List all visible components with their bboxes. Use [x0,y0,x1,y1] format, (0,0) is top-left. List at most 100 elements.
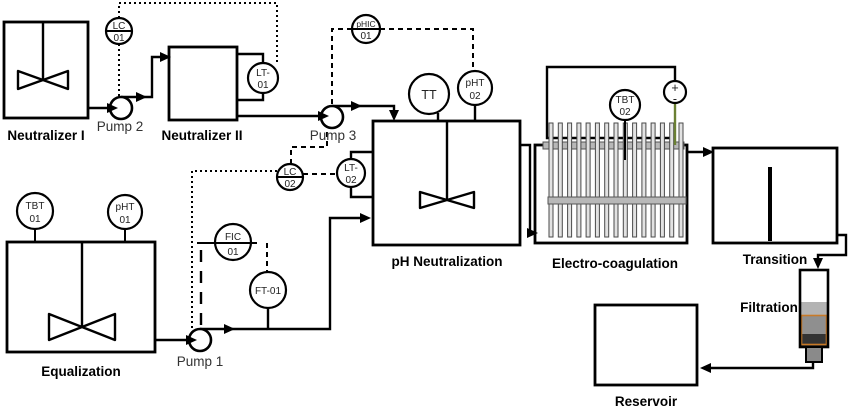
instrument-tt: TT [407,72,451,116]
pht01-bubble [106,193,144,231]
pht02-tag: pHT [466,78,485,89]
label-ph-neutralization: pH Neutralization [391,254,502,269]
svg-text:01: 01 [113,33,125,44]
electrode-rod [594,122,600,238]
svg-text:01: 01 [360,31,372,42]
instrument-lc-01: LC 01 [104,16,134,46]
filtration-column [798,268,830,363]
pump2-inlet-arrow [107,103,118,113]
filter-layer-dark [801,334,827,346]
pump-3 [318,104,345,130]
tbt02-tag: TBT [616,95,635,106]
arrow-into-phtank-top [389,110,399,121]
agitator-impeller [418,190,476,210]
arrowheads [136,52,823,373]
signal-lc02-to-pump1 [191,170,277,329]
filter-nozzle [805,346,823,363]
pump3-inlet-arrow [318,111,329,121]
instrument-lc-02: LC 02 [275,162,305,192]
label-pump1: Pump 1 [177,354,224,369]
electrode-array [548,122,684,238]
pump-2 [107,95,134,121]
reservoir-body [593,303,699,387]
line-pump2-to-neut2 [121,55,168,99]
lt01-top-tap [237,52,265,63]
dc-minus-sign: - [673,92,677,106]
label-transition: Transition [743,252,808,267]
labels: Neutralizer I Neutralizer II pH Neutrali… [7,119,807,409]
tank-ph-neutralization [371,119,522,247]
arrow-into-transition [703,147,714,157]
svg-text:02: 02 [469,91,481,102]
tbt01-tag: TBT [26,201,45,212]
svg-text:01: 01 [119,215,131,226]
instrument-fic-01: FIC 01 [197,222,257,262]
transition-body [711,146,839,245]
lt01-tag: LT- [256,68,270,79]
pht02-bubble [456,69,494,107]
electrode-rod [678,122,684,238]
signal-phic01-to-pump3 [331,28,352,105]
svg-text:01: 01 [29,214,41,225]
phic01-tag: pHIC [356,19,375,29]
label-neutralizer2: Neutralizer II [161,128,242,143]
lt01-bottom-tap [237,93,265,102]
filter-orange-band [800,314,828,346]
line-pump1-to-phtank [200,216,367,331]
ec-busbar-mid [547,196,687,205]
instrument-tbt-01: TBT 01 [15,191,55,231]
lc01-tag: LC [113,21,126,32]
instrument-phic-01: pHIC 01 [350,13,382,45]
arrow-into-ec [527,228,538,238]
label-pump3: Pump 3 [310,128,357,143]
instrument-pht-01: pHT 01 [106,193,144,231]
electrode-rod [576,122,582,238]
electrode-rod [557,122,563,238]
electrode-rod [567,122,573,238]
arrow-into-neut2 [160,52,171,62]
instrument-lt-02: LT- 02 [335,157,367,189]
label-equalization: Equalization [41,364,121,379]
tank-equalization [5,240,157,354]
agitator-impeller [16,69,70,91]
tt-bubble [407,72,451,116]
lt02-bottom-tap [349,187,373,199]
line-phtank-to-ec [520,143,534,235]
tbt02-bubble [608,88,642,122]
svg-text:01: 01 [227,247,239,258]
tank-neutralizer-1 [2,20,90,120]
fic01-tag: FIC [225,232,241,243]
electrode-rod [604,122,610,238]
instrument-ft-01: FT-01 [248,270,288,310]
svg-text:02: 02 [284,179,296,190]
dc-source-bubble [662,79,688,105]
signal-lines [118,2,474,329]
arrow-pump1-out [224,324,235,334]
ft01-bubble [248,270,288,310]
dc-plus-sign: + [671,81,678,95]
electrode-rod [613,122,619,238]
label-reservoir: Reservoir [615,394,678,409]
instrument-pht-02: pHT 02 [456,69,494,107]
arrow-pump2-out [136,92,147,102]
electrode-rod [669,122,675,238]
line-filter-to-reservoir [703,362,815,370]
tank-transition [711,146,839,245]
arrow-pump3-out [351,101,362,111]
electro-coagulation-unit [533,65,689,245]
svg-text:01: 01 [257,80,269,91]
electrode-rod [548,122,554,238]
pht01-tag: pHT [116,202,135,213]
lt02-tag: LT- [344,163,358,174]
filter-layer-mid [801,315,827,334]
dc-power-source: + - [662,79,688,106]
svg-text:02: 02 [619,107,631,118]
tbt01-bubble [15,191,55,231]
pump-1 [186,327,213,353]
label-electro-coagulation: Electro-coagulation [552,256,678,271]
instrument-lt-01: LT- 01 [246,61,280,95]
electrode-rod [641,122,647,238]
signal-pht02-to-phic01 [380,28,474,71]
